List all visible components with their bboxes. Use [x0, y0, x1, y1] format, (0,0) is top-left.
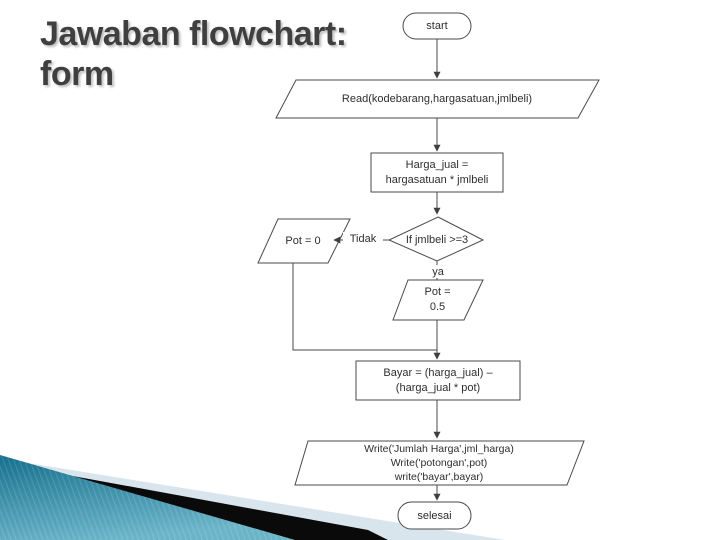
write-line-3: write('bayar',bayar) — [394, 471, 484, 483]
connector-pot-tidak-return — [292, 263, 437, 351]
flowchart-shapes — [257, 12, 600, 530]
pot-tidak-parallelogram-shape — [257, 218, 351, 264]
harga-process-shape — [370, 152, 504, 193]
bayar-line-1: Bayar = (harga_jual) – — [383, 366, 493, 379]
slide-title-line-2: form — [40, 55, 114, 93]
start-node-label: start — [426, 20, 448, 32]
corner-decoration — [0, 455, 505, 540]
write-parallelogram-shape — [294, 440, 585, 486]
read-parallelogram-shape — [275, 79, 600, 119]
pot-ya-parallelogram-shape — [392, 279, 484, 321]
write-node-label: Write('Jumlah Harga',jml_harga) Write('p… — [296, 441, 582, 485]
selesai-node-label: selesai — [417, 509, 452, 522]
pot-ya-line-2: 0.5 — [429, 301, 446, 313]
harga-line-1: Harga_jual = — [405, 158, 469, 171]
pot-ya-node-label: Pot = 0.5 — [399, 280, 476, 320]
pot-tidak-node-label: Pot = 0 — [285, 235, 321, 247]
write-line-2: Write('potongan',pot) — [390, 457, 488, 469]
bayar-node-label: Bayar = (harga_jual) – (harga_jual * pot… — [356, 361, 520, 400]
bayar-line-2: (harga_jual * pot) — [395, 381, 481, 394]
bayar-process-shape — [355, 360, 521, 401]
edge-label-tidak: Tidak — [343, 232, 383, 246]
harga-line-2: hargasatuan * jmlbeli — [385, 173, 489, 186]
harga-node-label: Harga_jual = hargasatuan * jmlbeli — [371, 153, 503, 192]
decoration-pinstripes — [0, 455, 295, 540]
read-node-label: Read(kodebarang,hargasatuan,jmlbeli) — [341, 93, 533, 105]
slide-title-line-1: Jawaban flowchart: — [40, 15, 347, 53]
pot-ya-line-1: Pot = — [424, 286, 451, 298]
edge-label-ya: ya — [427, 265, 449, 278]
slide-title: Jawaban flowchart: form — [40, 14, 347, 94]
selesai-terminator-shape — [397, 501, 472, 530]
write-line-1: Write('Jumlah Harga',jml_harga) — [364, 443, 514, 455]
decision-node-label: If jmlbeli >=3 — [405, 234, 469, 246]
